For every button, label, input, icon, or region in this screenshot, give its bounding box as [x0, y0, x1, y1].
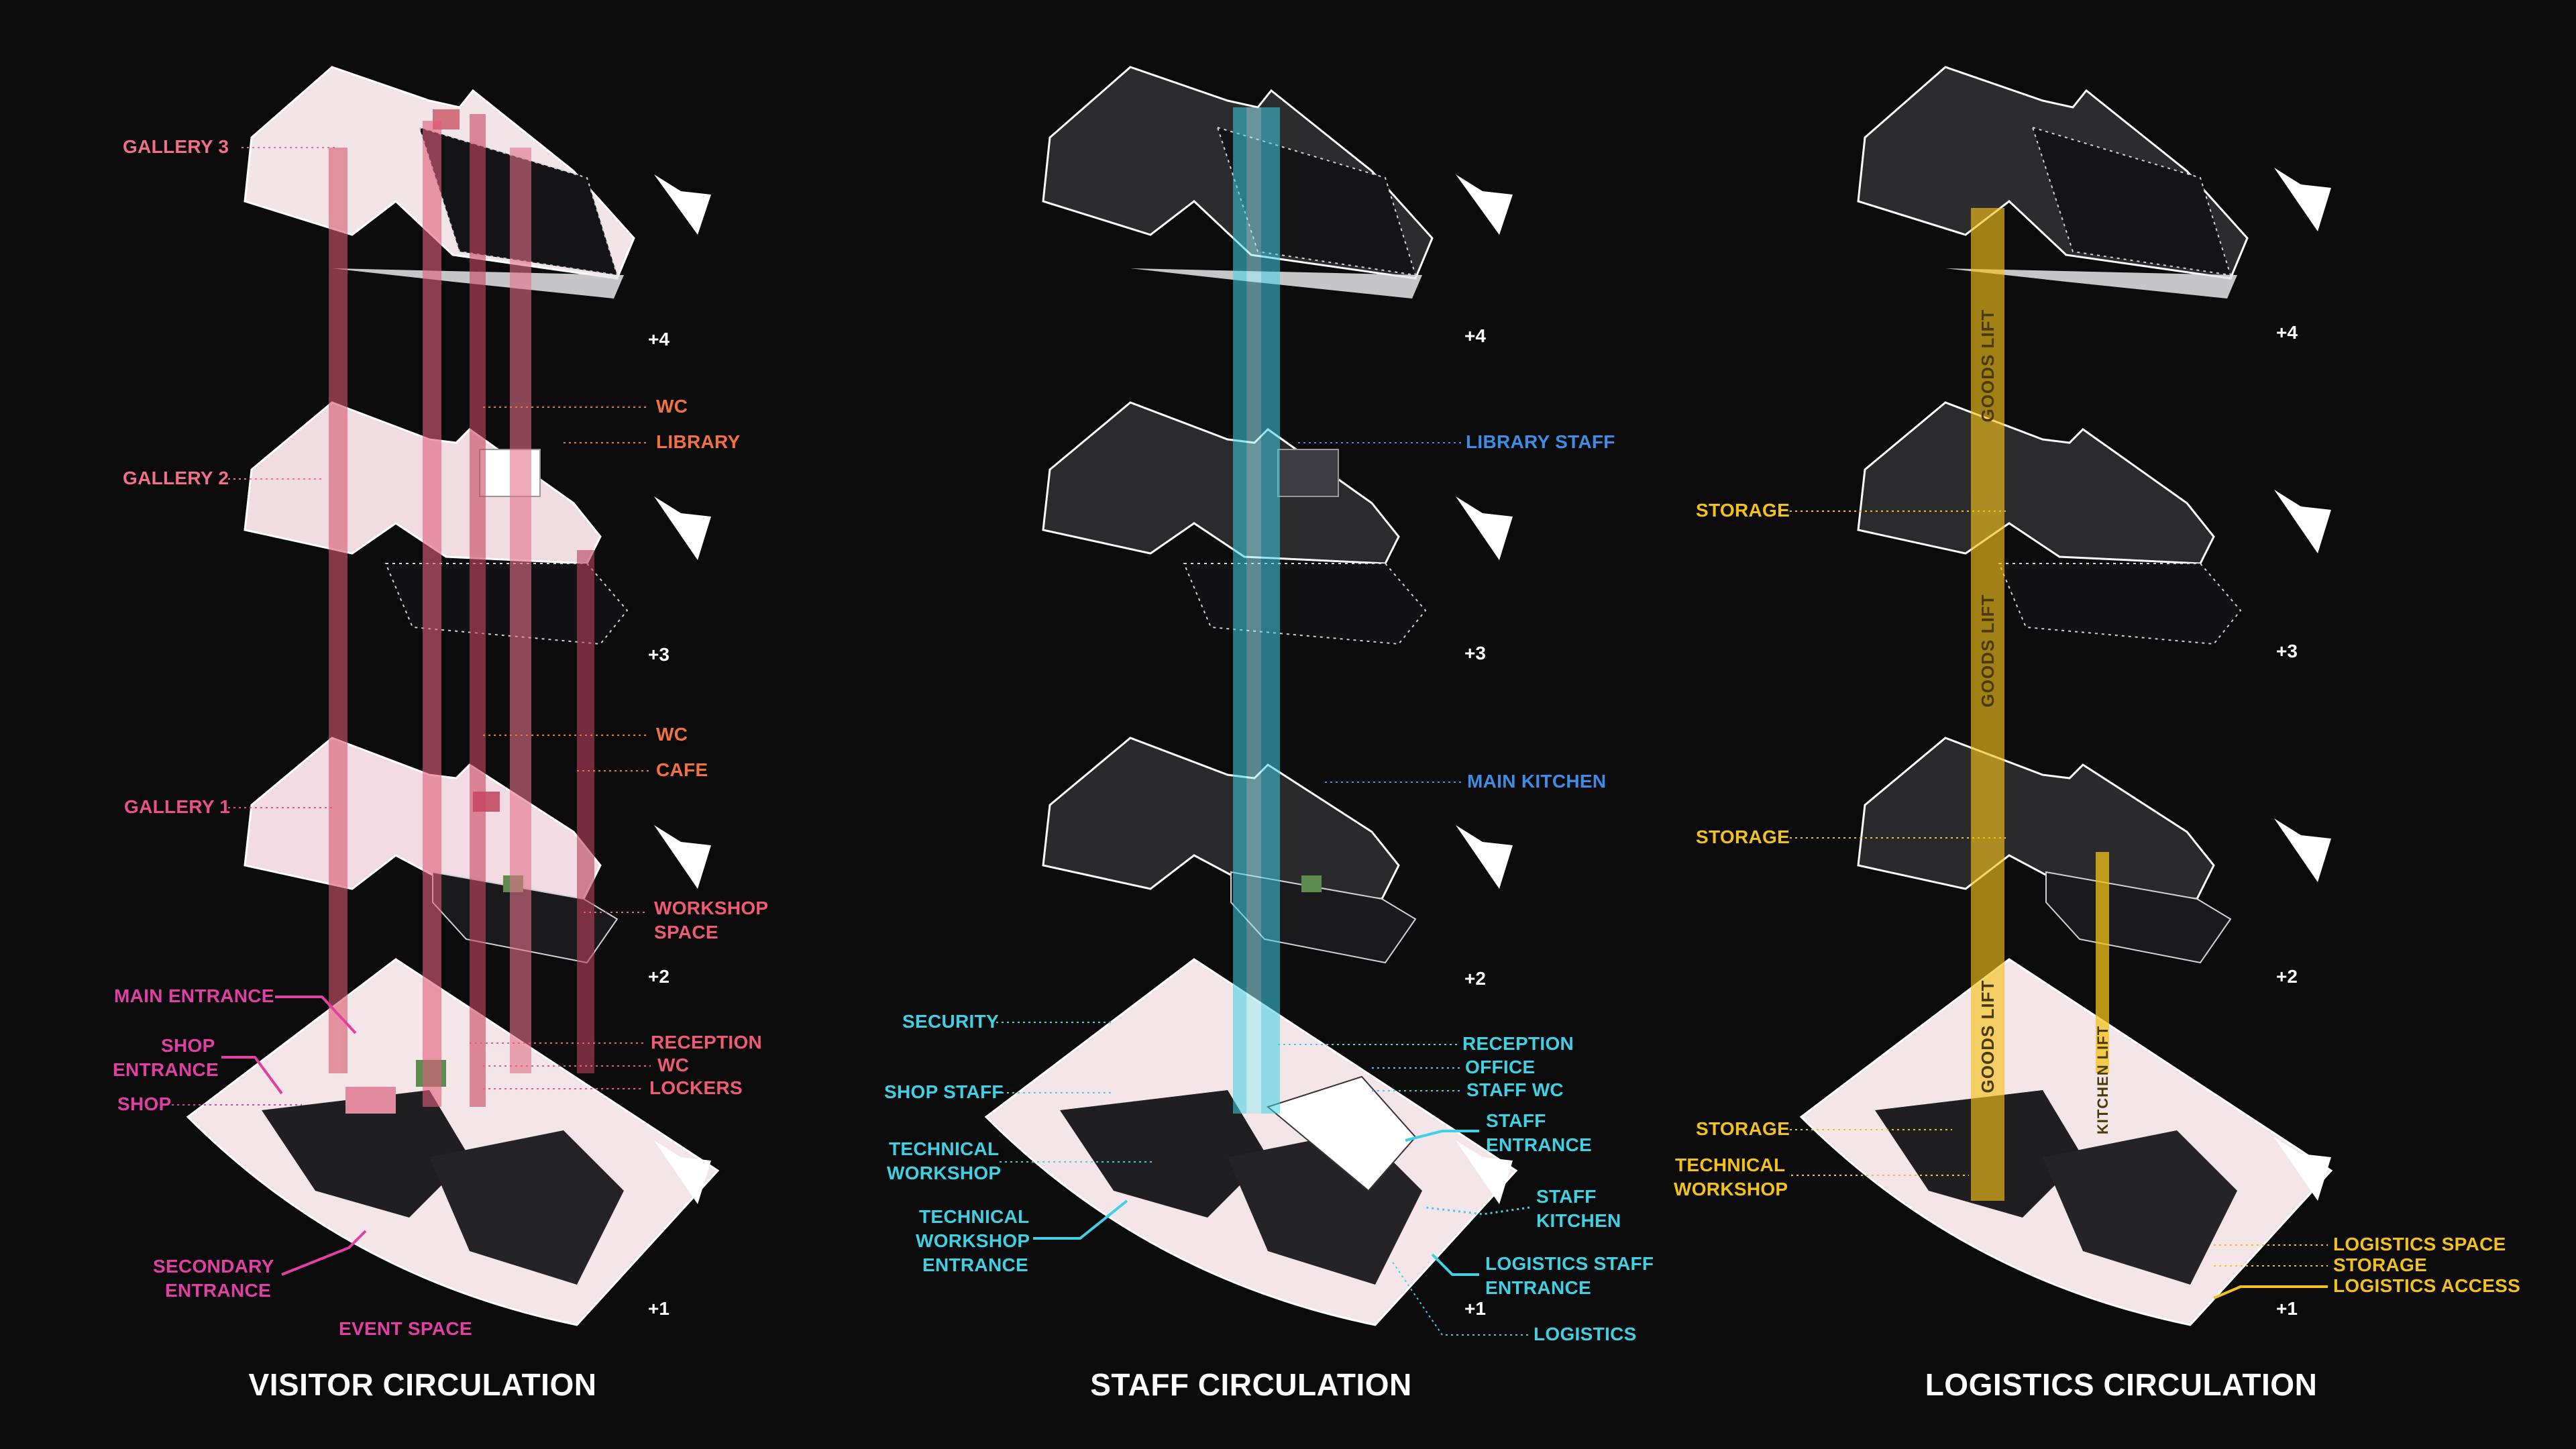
label-gallery-3: GALLERY 3 [123, 136, 229, 157]
logistics-level-2: +2 [2276, 966, 2298, 987]
title-visitor-circulation: VISITOR CIRCULATION [249, 1367, 597, 1402]
label-secondary-entrance-2: ENTRANCE [165, 1280, 271, 1301]
staff-level-4: +4 [1464, 325, 1486, 346]
staff-labels: LIBRARY STAFF MAIN KITCHEN SECURITY RECE… [884, 431, 1654, 1344]
label-technical-workshop-1: TECHNICAL [1675, 1155, 1785, 1175]
logistics-level-4: +4 [2276, 322, 2298, 343]
label-tech-workshop-entrance-1: TECHNICAL [919, 1206, 1029, 1227]
label-shop: SHOP [117, 1093, 172, 1114]
staff-north-arrows [1456, 174, 1513, 1204]
logistics-floor-2 [1857, 737, 2232, 964]
label-library-staff: LIBRARY STAFF [1466, 431, 1615, 452]
kitchen-lift-label: KITCHEN LIFT [2094, 1026, 2111, 1134]
staff-floor-2 [1042, 737, 1417, 964]
label-logistics-access: LOGISTICS ACCESS [2333, 1275, 2520, 1296]
label-main-entrance: MAIN ENTRANCE [114, 985, 274, 1006]
label-staff-kitchen-2: KITCHEN [1536, 1210, 1621, 1231]
label-wc-2: WC [656, 724, 688, 745]
label-reception: RECEPTION [651, 1032, 762, 1053]
staff-shafts [1233, 107, 1280, 1114]
label-office: OFFICE [1465, 1057, 1535, 1077]
visitor-level-1: +1 [648, 1298, 669, 1319]
label-secondary-entrance-1: SECONDARY [153, 1256, 274, 1277]
visitor-shafts [329, 114, 594, 1107]
visitor-level-2: +2 [648, 966, 669, 987]
goods-lift-label-1: GOODS LIFT [1978, 309, 1998, 423]
visitor-level-4: +4 [648, 329, 669, 350]
label-technical-workshop-2: WORKSHOP [887, 1163, 1001, 1183]
label-storage-right: STORAGE [2333, 1254, 2427, 1275]
label-security: SECURITY [902, 1011, 999, 1032]
label-storage-low: STORAGE [1696, 1118, 1790, 1139]
label-staff-entrance-2: ENTRANCE [1486, 1134, 1592, 1155]
goods-lift-label-3: GOODS LIFT [1978, 980, 1998, 1093]
label-main-kitchen: MAIN KITCHEN [1467, 771, 1606, 792]
label-event-space: EVENT SPACE [339, 1318, 472, 1339]
label-shop-entrance-1: SHOP [161, 1035, 215, 1056]
label-storage-top: STORAGE [1696, 500, 1790, 521]
label-staff-wc: STAFF WC [1466, 1079, 1564, 1100]
logistics-floor-4 [1857, 66, 2249, 299]
staff-floor-1 [984, 958, 1518, 1326]
panel-visitor: +4 +3 +2 +1 GALLERY 3 WC LIBRARY GALLERY… [113, 66, 768, 1402]
title-logistics-circulation: LOGISTICS CIRCULATION [1925, 1367, 2318, 1402]
staff-level-1: +1 [1464, 1298, 1486, 1319]
label-wc-1: WC [656, 396, 688, 417]
panel-logistics: GOODS LIFT GOODS LIFT GOODS LIFT KITCHEN… [1674, 66, 2520, 1402]
visitor-labels: GALLERY 3 WC LIBRARY GALLERY 2 WC CAFE G… [113, 136, 768, 1339]
visitor-floor-1 [186, 958, 720, 1326]
label-logistics-staff-entrance-1: LOGISTICS STAFF [1485, 1253, 1654, 1274]
title-staff-circulation: STAFF CIRCULATION [1090, 1367, 1412, 1402]
label-workshop-space-2: SPACE [654, 922, 718, 943]
logistics-north-arrows [2274, 168, 2331, 1201]
label-wc-3: WC [657, 1055, 689, 1075]
label-lockers: LOCKERS [649, 1077, 743, 1098]
label-library: LIBRARY [656, 431, 741, 452]
label-shop-staff: SHOP STAFF [884, 1081, 1004, 1102]
label-reception: RECEPTION [1462, 1033, 1574, 1054]
label-staff-entrance-1: STAFF [1486, 1110, 1546, 1131]
panel-staff: +4 +3 +2 +1 LIBRARY STAFF MAIN KITCHEN S… [884, 66, 1654, 1402]
label-logistics: LOGISTICS [1534, 1324, 1637, 1344]
visitor-level-3: +3 [648, 644, 669, 665]
logistics-floor-3 [1857, 401, 2242, 645]
label-staff-kitchen-1: STAFF [1536, 1186, 1597, 1207]
staff-level-2: +2 [1464, 968, 1486, 989]
logistics-shafts: GOODS LIFT GOODS LIFT GOODS LIFT KITCHEN… [1971, 208, 2111, 1201]
label-logistics-staff-entrance-2: ENTRANCE [1485, 1277, 1591, 1298]
label-tech-workshop-entrance-3: ENTRANCE [922, 1254, 1028, 1275]
label-gallery-1: GALLERY 1 [124, 796, 230, 817]
staff-level-3: +3 [1464, 643, 1486, 663]
label-cafe: CAFE [656, 759, 708, 780]
label-technical-workshop-2: WORKSHOP [1674, 1179, 1788, 1199]
label-shop-entrance-2: ENTRANCE [113, 1059, 219, 1080]
visitor-north-arrows [654, 174, 711, 1204]
label-logistics-space: LOGISTICS SPACE [2333, 1234, 2506, 1254]
logistics-level-1: +1 [2276, 1298, 2298, 1319]
logistics-level-3: +3 [2276, 641, 2298, 661]
label-gallery-2: GALLERY 2 [123, 468, 229, 488]
label-workshop-space-1: WORKSHOP [654, 898, 768, 918]
goods-lift-label-2: GOODS LIFT [1978, 594, 1998, 708]
label-tech-workshop-entrance-2: WORKSHOP [916, 1230, 1030, 1251]
logistics-labels: STORAGE STORAGE STORAGE TECHNICAL WORKSH… [1674, 500, 2520, 1299]
label-technical-workshop-1: TECHNICAL [889, 1138, 999, 1159]
logistics-floor-1 [1799, 958, 2333, 1326]
label-storage-mid: STORAGE [1696, 826, 1790, 847]
